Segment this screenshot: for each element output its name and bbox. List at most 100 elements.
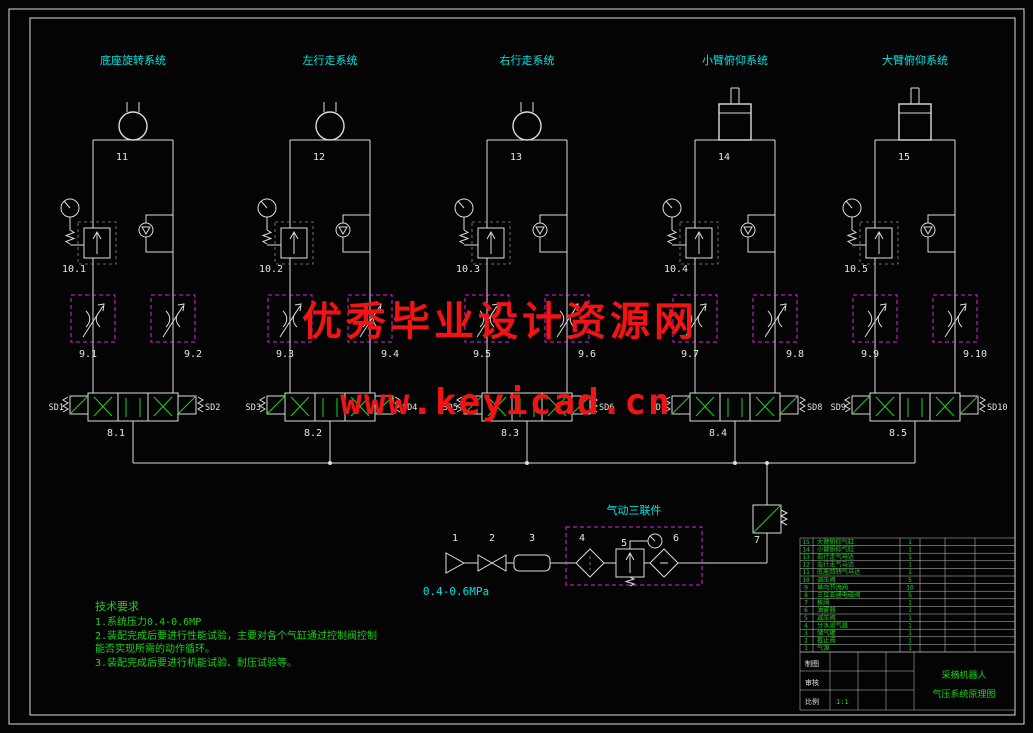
valve-number: 8.2	[304, 428, 322, 439]
system-circuit-big-arm: 大臂俯仰系统 15 10.5 9.9 9.10 8.5 SD9 SD10	[831, 53, 1007, 464]
shuttle-valve-icon	[752, 504, 789, 534]
part-qty: 5	[908, 577, 912, 584]
drafter-label: 制图	[805, 659, 819, 668]
tech-req-line: 能否实现所需的动作循环。	[95, 642, 215, 655]
checker-label: 审核	[805, 678, 819, 687]
sd-label-right: SD2	[205, 403, 220, 413]
system-circuit-left-travel: 左行走系统 12 10.2 9.3 9.4 8.2 SD3 SD4	[246, 54, 417, 464]
item-number: 2	[489, 533, 495, 544]
system-title: 大臂俯仰系统	[882, 53, 948, 67]
regulator-number: 10.5	[844, 264, 868, 275]
sd-label-right: SD4	[402, 403, 417, 413]
pressure-label: 0.4-0.6MPa	[423, 585, 489, 598]
sd-label-left: SD9	[831, 403, 846, 413]
lubricator-icon	[649, 548, 679, 578]
part-name: 底座回转气马达	[817, 568, 860, 576]
throttle-left-number: 9.5	[473, 349, 491, 360]
part-name: 小臂俯仰气缸	[817, 545, 854, 553]
sd-label-right: SD10	[987, 403, 1007, 413]
system-circuit-small-arm: 小臂俯仰系统 14 10.4 9.7 9.8 8.4 SD7 SD8	[651, 53, 822, 464]
sd-label-left: SD3	[246, 403, 261, 413]
part-no: 4	[804, 622, 808, 629]
part-no: 12	[802, 562, 810, 569]
system-title: 小臂俯仰系统	[702, 53, 768, 67]
tech-req-line: 2.装配完成后要进行性能试验，主要对各个气缸通过控制阀控制	[95, 629, 377, 642]
drawing-title-line2: 气压系统原理图	[932, 688, 995, 700]
item-number: 3	[529, 533, 535, 544]
part-no: 10	[802, 577, 810, 584]
part-name: 储气罐	[817, 629, 836, 637]
regulator-number: 10.1	[62, 264, 86, 275]
part-qty: 1	[908, 638, 912, 645]
throttle-left-number: 9.3	[276, 349, 294, 360]
item-number: 1	[452, 533, 458, 544]
system-circuit-right-travel: 右行走系统 13 10.3 9.5 9.6 8.3 SD5 SD6	[443, 53, 614, 464]
throttle-right-number: 9.6	[578, 349, 596, 360]
part-qty: 1	[908, 554, 912, 561]
air-supply-chain: 气动三联件 0.4-0.6MPa 1 2 3 4 5 6 7	[423, 503, 760, 598]
actuator-number: 14	[718, 152, 730, 163]
part-name: 三位五通电磁阀	[817, 591, 860, 599]
gauge-icon	[647, 533, 663, 549]
item-number: 5	[621, 538, 627, 549]
shutoff-valve-icon	[477, 554, 507, 572]
sd-label-left: SD7	[651, 403, 666, 413]
regulator-number: 10.4	[664, 264, 688, 275]
part-qty: 1	[908, 645, 912, 652]
watermark-line1: 优秀毕业设计资源网	[302, 299, 698, 345]
system-circuit-base-rotation: 底座旋转系统 11 10.1 9.1 9.2 8.1 SD1 SD2	[49, 53, 220, 464]
part-name: 单向节流阀	[817, 583, 848, 591]
filter-icon	[575, 548, 605, 578]
part-no: 5	[804, 615, 808, 622]
regulator-number: 10.2	[259, 264, 283, 275]
throttle-right-number: 9.4	[381, 349, 399, 360]
regulator-number: 10.3	[456, 264, 480, 275]
throttle-right-number: 9.8	[786, 349, 804, 360]
valve-number: 8.1	[107, 428, 125, 439]
system-title: 左行走系统	[303, 54, 358, 67]
part-name: 油雾器	[817, 606, 836, 614]
part-qty: 1	[908, 600, 912, 607]
part-qty: 1	[908, 546, 912, 553]
drawing-title-line1: 采摘机器人	[941, 669, 986, 681]
tech-req-title: 技术要求	[95, 600, 139, 613]
throttle-left-number: 9.9	[861, 349, 879, 360]
part-name: 截止阀	[817, 637, 836, 645]
technical-requirements: 技术要求 1.系统压力0.4-0.6MP 2.装配完成后要进行性能试验，主要对各…	[95, 600, 377, 669]
actuator-number: 13	[510, 152, 522, 163]
tech-req-line: 1.系统压力0.4-0.6MP	[95, 615, 201, 628]
part-name: 分水滤气器	[817, 621, 849, 629]
part-no: 7	[804, 600, 808, 607]
part-no: 2	[804, 638, 808, 645]
tech-req-line: 3.装配完成后要进行机能试验、耐压试验等。	[95, 656, 297, 669]
triple-unit-boundary	[565, 526, 703, 586]
actuator-number: 12	[313, 152, 325, 163]
part-no: 6	[804, 607, 808, 614]
part-no: 9	[804, 584, 808, 591]
air-receiver-icon	[513, 554, 551, 572]
part-name: 梭阀	[817, 599, 829, 607]
part-no: 1	[804, 645, 808, 652]
system-title: 右行走系统	[500, 53, 555, 67]
part-no: 8	[804, 592, 808, 599]
sd-label-left: SD1	[49, 403, 64, 413]
part-qty: 1	[908, 622, 912, 629]
part-qty: 5	[908, 592, 912, 599]
part-no: 3	[804, 630, 808, 637]
item-number: 7	[754, 535, 760, 546]
part-no: 11	[802, 569, 810, 576]
drawing-frame-outer	[8, 8, 1025, 725]
part-name: 右行走气马达	[817, 553, 854, 561]
part-no: 15	[802, 539, 810, 546]
triple-unit-title: 气动三联件	[607, 503, 662, 517]
system-title: 底座旋转系统	[100, 53, 166, 67]
actuator-number: 11	[116, 152, 128, 163]
valve-number: 8.3	[501, 428, 519, 439]
part-no: 14	[802, 546, 810, 553]
watermark-line2: www.keyicad.cn	[340, 382, 671, 423]
air-source-icon	[445, 552, 466, 574]
part-qty: 1	[908, 562, 912, 569]
title-block-footer	[799, 651, 1016, 711]
